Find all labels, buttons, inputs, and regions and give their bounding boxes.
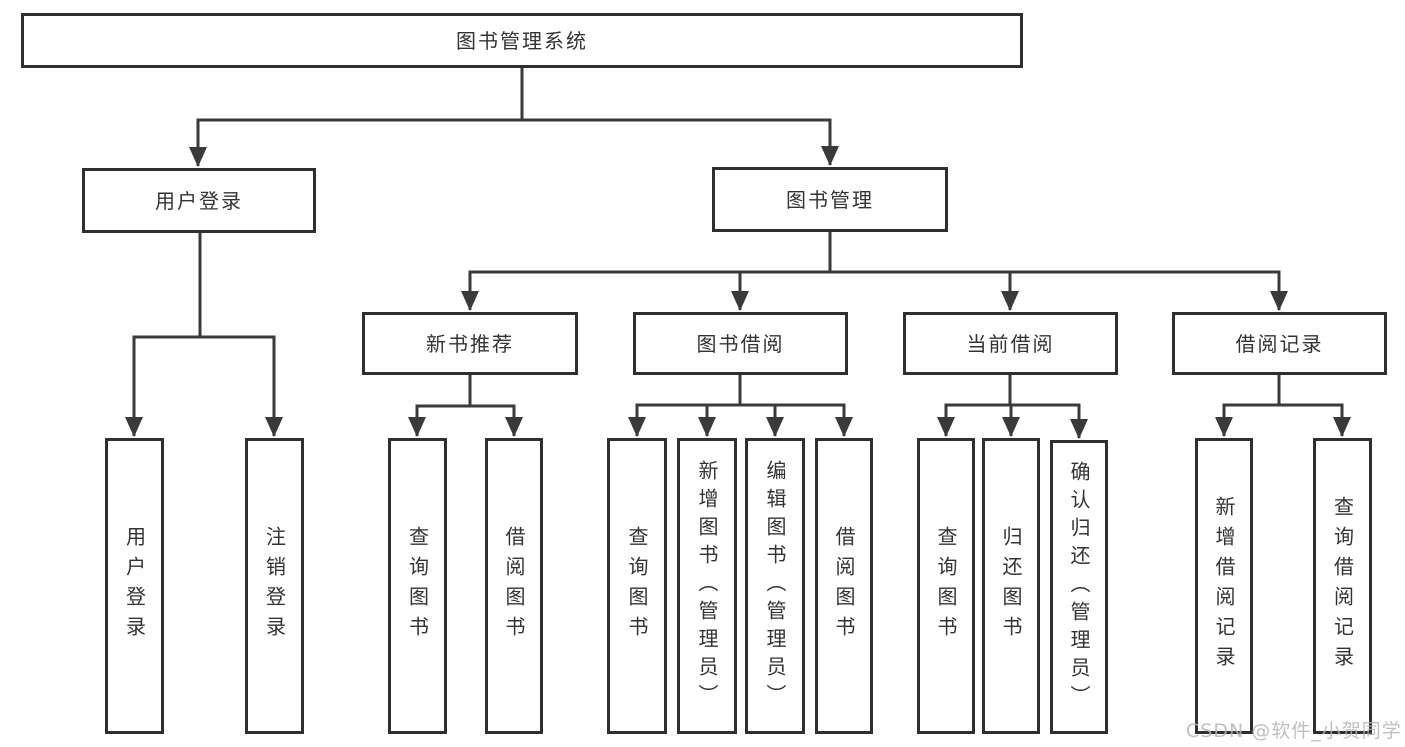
leaf-bb-edit-book-label: 编辑图书（管理员） bbox=[763, 460, 787, 712]
leaf-rec-borrow-book: 借阅图书 bbox=[485, 438, 543, 734]
leaf-br-query-record-label: 查询借阅记录 bbox=[1330, 496, 1355, 676]
connector-root-rail bbox=[196, 66, 832, 122]
node-new-book-rec-label: 新书推荐 bbox=[426, 331, 514, 356]
connector-new-book-rec-rail bbox=[415, 374, 516, 408]
node-borrow-record-label: 借阅记录 bbox=[1235, 331, 1324, 356]
leaf-rec-query-book-label: 查询图书 bbox=[405, 526, 430, 646]
node-book-mgmt-label: 图书管理 bbox=[786, 187, 874, 212]
connector-borrow-record-rail bbox=[1222, 374, 1344, 407]
leaf-br-add-record-label: 新增借阅记录 bbox=[1212, 496, 1236, 676]
node-book-mgmt: 图书管理 bbox=[712, 167, 948, 232]
node-book-borrow: 图书借阅 bbox=[633, 312, 848, 375]
leaf-rec-query-book: 查询图书 bbox=[388, 438, 447, 734]
leaf-bb-add-book-label: 新增图书（管理员） bbox=[695, 460, 719, 712]
node-user-login: 用户登录 bbox=[82, 168, 316, 233]
leaf-logout: 注销登录 bbox=[245, 438, 304, 734]
node-new-book-rec: 新书推荐 bbox=[362, 312, 578, 375]
leaf-cb-return-book: 归还图书 bbox=[982, 438, 1040, 734]
leaf-br-add-record: 新增借阅记录 bbox=[1195, 438, 1253, 734]
leaf-user-login: 用户登录 bbox=[105, 438, 164, 734]
connector-book-mgmt-rail bbox=[468, 231, 1281, 274]
leaf-bb-edit-book: 编辑图书（管理员） bbox=[745, 438, 805, 734]
connector-user-login-rail bbox=[132, 231, 276, 339]
connector-book-borrow-rail bbox=[635, 374, 846, 407]
leaf-br-query-record: 查询借阅记录 bbox=[1313, 438, 1372, 734]
leaf-cb-query-book-label: 查询图书 bbox=[934, 526, 958, 646]
leaf-cb-return-book-label: 归还图书 bbox=[999, 526, 1023, 646]
node-book-borrow-label: 图书借阅 bbox=[696, 331, 785, 356]
node-root-label: 图书管理系统 bbox=[456, 28, 588, 53]
leaf-bb-borrow-book-label: 借阅图书 bbox=[832, 526, 856, 646]
leaf-user-login-label: 用户登录 bbox=[122, 526, 147, 646]
leaf-bb-borrow-book: 借阅图书 bbox=[815, 438, 873, 734]
node-current-borrow: 当前借阅 bbox=[903, 312, 1118, 375]
leaf-cb-query-book: 查询图书 bbox=[917, 438, 975, 734]
node-root: 图书管理系统 bbox=[21, 13, 1023, 68]
node-user-login-label: 用户登录 bbox=[155, 188, 243, 213]
leaf-rec-borrow-book-label: 借阅图书 bbox=[502, 526, 526, 646]
node-borrow-record: 借阅记录 bbox=[1172, 312, 1387, 375]
csdn-watermark: CSDN @软件_小贺同学 bbox=[1186, 720, 1402, 742]
connector-current-borrow-rail bbox=[944, 374, 1081, 407]
leaf-bb-add-book: 新增图书（管理员） bbox=[677, 438, 737, 734]
leaf-cb-confirm-return: 确认归还（管理员） bbox=[1050, 440, 1108, 734]
node-current-borrow-label: 当前借阅 bbox=[966, 331, 1055, 356]
leaf-bb-query-book: 查询图书 bbox=[607, 438, 667, 734]
leaf-cb-confirm-return-label: 确认归还（管理员） bbox=[1067, 461, 1091, 713]
leaf-bb-query-book-label: 查询图书 bbox=[625, 526, 649, 646]
leaf-logout-label: 注销登录 bbox=[262, 526, 287, 646]
